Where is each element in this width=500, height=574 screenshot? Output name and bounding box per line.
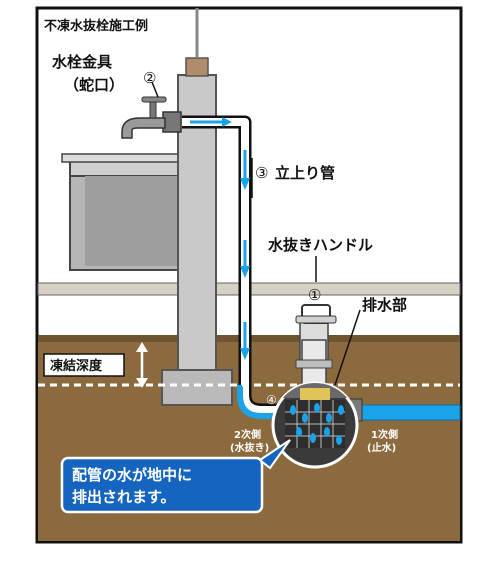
riser-label: 立上り管 <box>275 164 335 182</box>
marker-2: ② <box>143 69 156 87</box>
callout-line2: 排出されます。 <box>72 488 176 506</box>
marker-1: ① <box>308 286 321 304</box>
drain-handle <box>295 304 337 324</box>
flow-arrows <box>190 117 250 360</box>
faucet <box>121 96 182 139</box>
leader-lines <box>151 81 361 386</box>
diagram-title: 不凍水抜栓施工例 <box>44 18 148 34</box>
callout-line1: 配管の水が地中に <box>72 466 192 484</box>
marker-3: ③ <box>255 164 268 182</box>
faucet-sublabel: （蛇口） <box>64 76 124 94</box>
sink-cabinet <box>61 153 195 271</box>
secondary-side-label: 2次側 <box>234 428 261 441</box>
secondary-side-sublabel: (水抜き) <box>230 441 269 454</box>
primary-supply-pipe <box>354 404 461 421</box>
handle-label: 水抜きハンドル <box>268 236 373 254</box>
drain-callout <box>60 439 291 514</box>
faucet-label: 水栓金具 <box>52 53 112 71</box>
primary-side-label: 1次側 <box>371 428 398 441</box>
primary-side-sublabel: (止水) <box>367 441 396 454</box>
frost-depth-label: 凍結深度 <box>50 358 103 374</box>
frost-depth-indicator <box>43 342 148 388</box>
drain-label: 排水部 <box>362 296 407 314</box>
marker-4: ④ <box>266 393 277 407</box>
